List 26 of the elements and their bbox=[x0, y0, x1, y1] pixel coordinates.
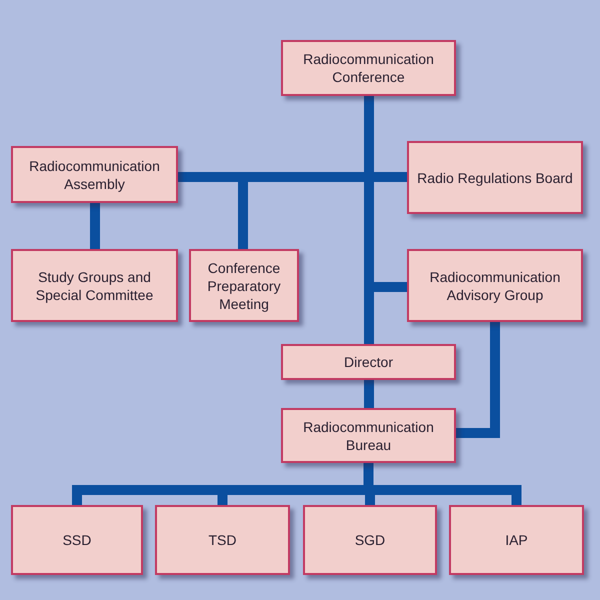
box-label: Radiocommunication Conference bbox=[302, 50, 435, 86]
box-label: Director bbox=[344, 353, 393, 371]
box-label: Radiocommunication Assembly bbox=[28, 156, 161, 192]
org-box bbox=[407, 249, 583, 322]
connector-line bbox=[90, 203, 100, 249]
box-label: Radiocommunication Bureau bbox=[302, 418, 435, 454]
org-box bbox=[281, 40, 456, 96]
box-label: Radiocommunication Advisory Group bbox=[428, 268, 562, 304]
org-box bbox=[11, 249, 178, 322]
org-box bbox=[449, 505, 584, 575]
box-label: Radio Regulations Board bbox=[417, 168, 573, 186]
org-box bbox=[407, 141, 583, 214]
org-box bbox=[281, 408, 456, 463]
org-box bbox=[11, 146, 178, 203]
box-label: Study Groups and Special Committee bbox=[34, 268, 154, 304]
org-box bbox=[189, 249, 299, 322]
org-box bbox=[303, 505, 437, 575]
org-box bbox=[281, 344, 456, 380]
box-label: IAP bbox=[505, 531, 528, 549]
box-label: SSD bbox=[62, 531, 92, 549]
box-label: TSD bbox=[208, 531, 236, 549]
box-label: Conference Preparatory Meeting bbox=[206, 258, 282, 312]
connector-line bbox=[364, 380, 374, 408]
org-box bbox=[11, 505, 143, 575]
org-box bbox=[155, 505, 290, 575]
box-label: SGD bbox=[354, 531, 386, 549]
